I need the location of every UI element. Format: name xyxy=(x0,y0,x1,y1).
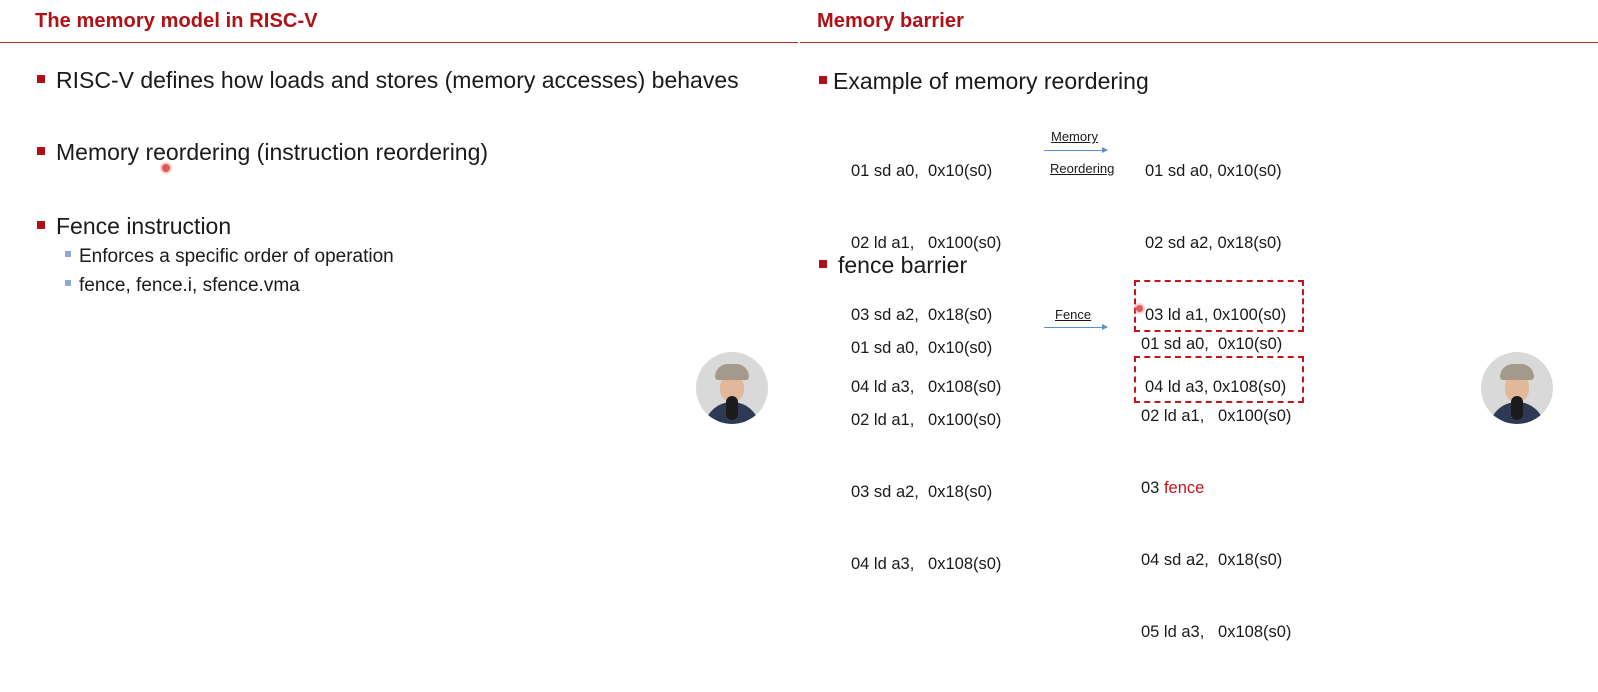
code-line: 01 sd a0, 0x10(s0) xyxy=(1145,162,1282,180)
fence-group-box-after xyxy=(1134,356,1304,403)
code-line: 04 sd a2, 0x18(s0) xyxy=(1141,551,1283,569)
fence-arrow-label: Fence xyxy=(1055,307,1092,322)
bullet-text: Example of memory reordering xyxy=(833,68,1149,94)
presenter-avatar xyxy=(696,352,768,424)
title-divider xyxy=(800,42,1598,43)
bullet-reordering-example: Example of memory reordering xyxy=(819,68,1149,95)
bullet-marker xyxy=(37,221,45,229)
reordering-original-code: 01 sd a0, 0x10(s0) 02 ld a1, 0x100(s0) 0… xyxy=(851,111,1001,447)
right-slide: Memory barrier Example of memory reorder… xyxy=(800,0,1598,641)
code-line: 01 sd a0, 0x10(s0) xyxy=(851,162,993,180)
code-line: 01 sd a0, 0x10(s0) xyxy=(851,339,993,357)
code-line: 02 ld a1, 0x100(s0) xyxy=(851,234,1002,252)
bullet-marker xyxy=(819,260,827,268)
bullet-marker xyxy=(819,76,827,84)
bullet-text: fence barrier xyxy=(838,252,968,278)
code-line: 01 sd a0, 0x10(s0) xyxy=(1141,335,1283,353)
presenter-avatar xyxy=(1481,352,1553,424)
code-line: 03 ld a1, 0x100(s0) xyxy=(1145,306,1287,324)
fence-code-line: 03 fence xyxy=(1141,476,1291,500)
sub-bullet-text: fence, fence.i, sfence.vma xyxy=(79,275,300,296)
code-line: 04 ld a3, 0x108(s0) xyxy=(851,378,1002,396)
code-line: 04 ld a3, 0x108(s0) xyxy=(851,555,1002,573)
laser-pointer-dot xyxy=(1136,305,1143,312)
bullet-loads-stores: RISC-V defines how loads and stores (mem… xyxy=(37,67,739,94)
reordering-result-code: 01 sd a0, 0x10(s0) 02 sd a2, 0x18(s0) 03… xyxy=(1145,111,1286,447)
code-line: 02 ld a1, 0x100(s0) xyxy=(1141,407,1292,425)
fence-result-code: 01 sd a0, 0x10(s0) 02 ld a1, 0x100(s0) 0… xyxy=(1141,284,1291,692)
sub-bullet-order: Enforces a specific order of operation xyxy=(65,246,394,268)
bullet-marker xyxy=(37,75,45,83)
fence-arrow xyxy=(1044,324,1108,330)
sub-bullet-marker xyxy=(65,280,71,286)
slide-title: Memory barrier xyxy=(817,10,965,32)
code-line: 02 sd a2, 0x18(s0) xyxy=(1145,234,1282,252)
code-line: 05 ld a3, 0x108(s0) xyxy=(1141,623,1292,641)
bullet-fence-instruction: Fence instruction xyxy=(37,213,231,240)
fence-group-box-before xyxy=(1134,280,1304,332)
bullet-text: Memory reordering (instruction reorderin… xyxy=(56,139,489,165)
reordering-arrow xyxy=(1044,147,1108,153)
left-slide: The memory model in RISC-V RISC-V define… xyxy=(0,0,798,451)
bullet-text: RISC-V defines how loads and stores (mem… xyxy=(56,67,739,93)
bullet-memory-reordering: Memory reordering (instruction reorderin… xyxy=(37,139,488,166)
sub-bullet-marker xyxy=(65,251,71,257)
code-line: 04 ld a3, 0x108(s0) xyxy=(1145,378,1287,396)
laser-pointer-dot xyxy=(162,164,170,172)
reordering-label: Reordering xyxy=(1050,161,1115,176)
code-line: 03 sd a2, 0x18(s0) xyxy=(851,306,993,324)
bullet-marker xyxy=(37,147,45,155)
memory-label: Memory xyxy=(1051,129,1098,144)
title-divider xyxy=(0,42,798,43)
sub-bullet-fence-variants: fence, fence.i, sfence.vma xyxy=(65,275,300,297)
fence-keyword: fence xyxy=(1163,479,1205,497)
code-line: 03 sd a2, 0x18(s0) xyxy=(851,483,993,501)
bullet-fence-barrier: fence barrier xyxy=(819,252,967,279)
slide-title: The memory model in RISC-V xyxy=(35,10,318,32)
bullet-text: Fence instruction xyxy=(56,213,232,239)
fence-original-code: 01 sd a0, 0x10(s0) 02 ld a1, 0x100(s0) 0… xyxy=(851,288,1001,624)
code-line: 02 ld a1, 0x100(s0) xyxy=(851,411,1002,429)
sub-bullet-text: Enforces a specific order of operation xyxy=(79,246,394,267)
fence-line-number: 03 xyxy=(1141,479,1164,497)
